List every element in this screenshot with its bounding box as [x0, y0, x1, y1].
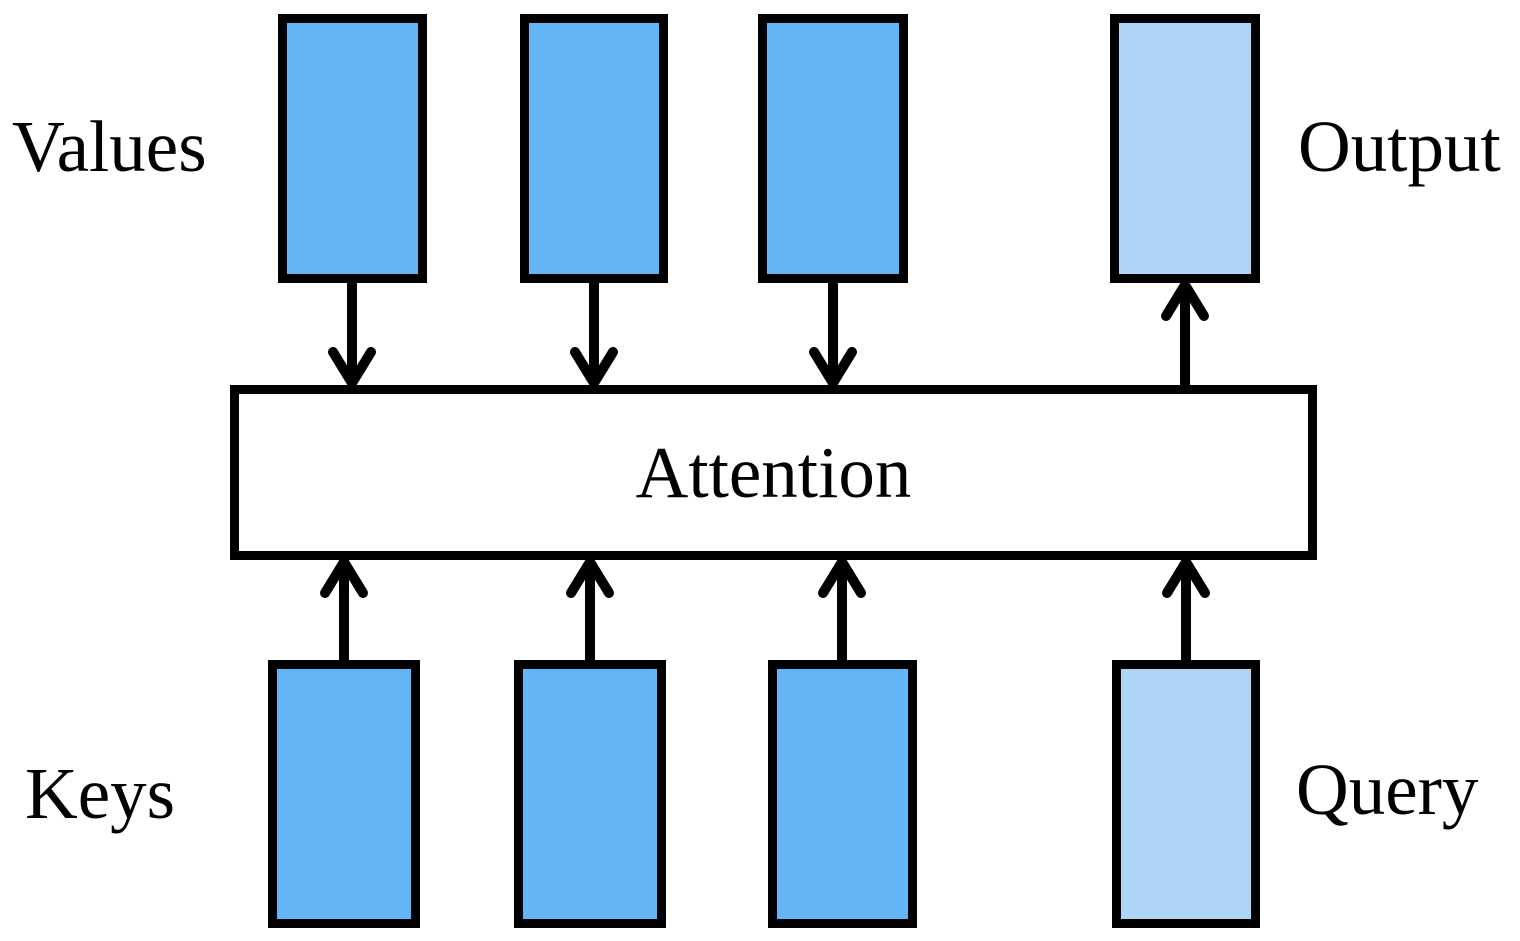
arrow-value-2-to-attention [570, 281, 618, 393]
attention-box: Attention [230, 385, 1317, 560]
value-box-3 [758, 14, 908, 283]
key-box-2 [514, 660, 666, 928]
arrow-key-1-to-attention [320, 552, 368, 662]
arrow-key-3-to-attention [818, 552, 866, 662]
values-label: Values [12, 106, 207, 187]
output-label: Output [1298, 106, 1501, 187]
value-box-1 [278, 14, 427, 283]
arrow-key-2-to-attention [566, 552, 614, 662]
query-label: Query [1296, 749, 1479, 830]
keys-label: Keys [25, 753, 176, 834]
key-box-3 [768, 660, 917, 928]
query-box [1112, 660, 1260, 928]
arrow-value-3-to-attention [809, 281, 857, 393]
output-box [1110, 14, 1260, 283]
arrow-query-to-attention [1162, 552, 1210, 662]
arrow-value-1-to-attention [328, 281, 376, 393]
value-box-2 [520, 14, 668, 283]
arrow-attention-to-output [1161, 275, 1209, 387]
key-box-1 [268, 660, 420, 928]
attention-label: Attention [635, 432, 912, 513]
